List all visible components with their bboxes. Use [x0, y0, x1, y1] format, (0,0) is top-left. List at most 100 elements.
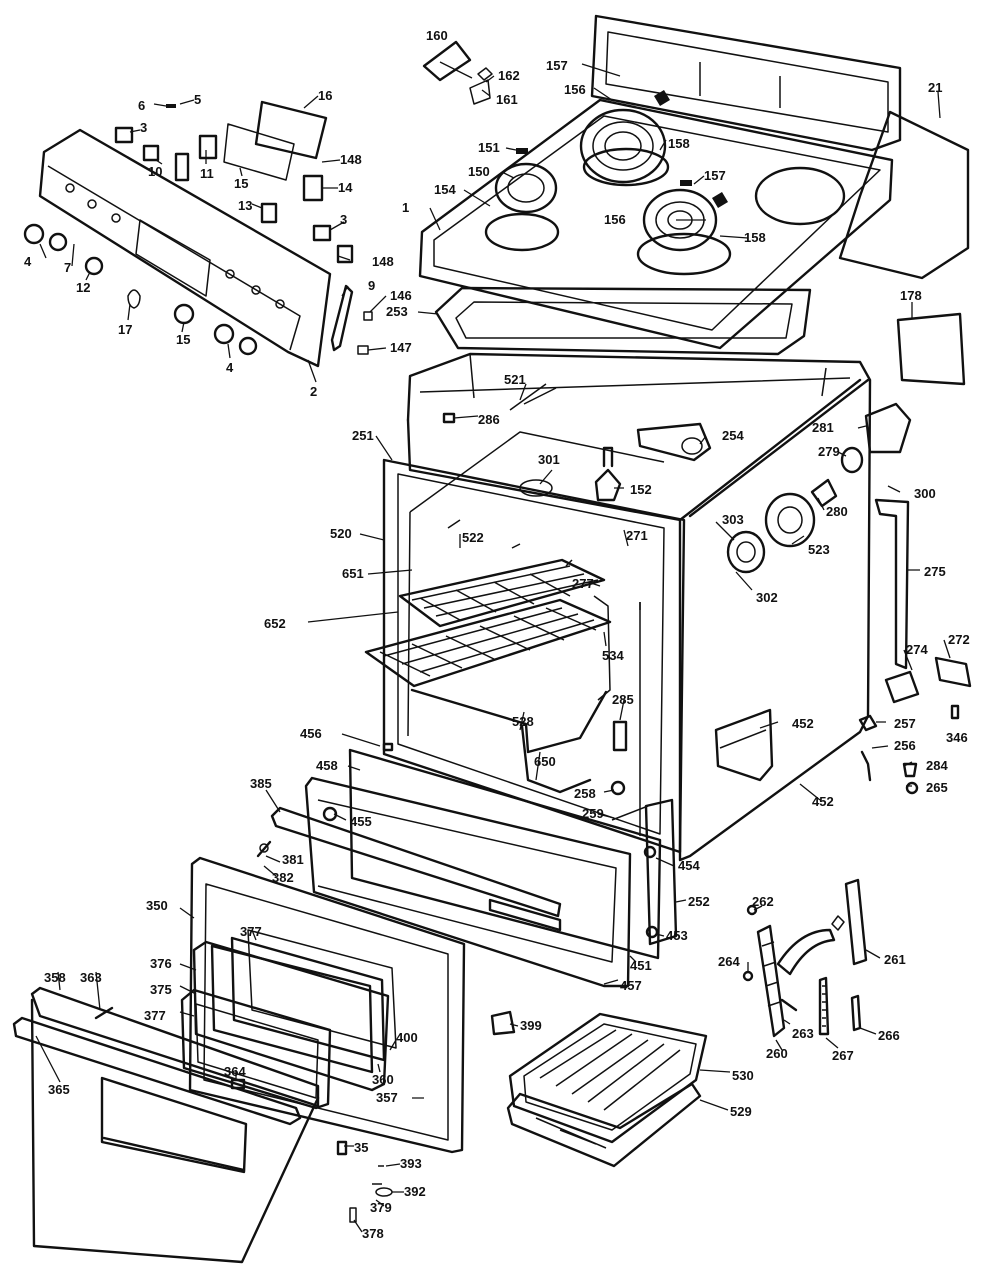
callout-label: 523: [808, 542, 830, 557]
callout-label: 300: [914, 486, 936, 501]
callout-label: 301: [538, 452, 560, 467]
callout-label: 530: [732, 1068, 754, 1083]
callout-label: 267: [832, 1048, 854, 1063]
callout-label: 455: [350, 814, 372, 829]
callout-label: 15: [176, 332, 190, 347]
callout-label: 528: [512, 714, 534, 729]
callout-label: 259: [582, 806, 604, 821]
callout-label: 252: [688, 894, 710, 909]
callout-label: 453: [666, 928, 688, 943]
callout-label: 258: [574, 786, 596, 801]
callout-label: 271: [626, 528, 648, 543]
callout-label: 521: [504, 372, 526, 387]
callout-label: 364: [224, 1064, 246, 1079]
cooktop-assembly: [418, 14, 970, 356]
callout-label: 17: [118, 322, 132, 337]
callout-label: 147: [390, 340, 412, 355]
callout-label: 5: [194, 92, 201, 107]
callout-label: 152: [630, 482, 652, 497]
callout-label: 2: [310, 384, 317, 399]
callout-labels: 160 162 161 157 156 158 21 151 150 154 1…: [24, 28, 970, 1241]
leader-lines: [35, 61, 951, 1233]
callout-label: 157: [546, 58, 568, 73]
callout-label: 286: [478, 412, 500, 427]
callout-label: 280: [826, 504, 848, 519]
callout-label: 253: [386, 304, 408, 319]
callout-label: 454: [678, 858, 700, 873]
callout-label: 161: [496, 92, 518, 107]
callout-label: 457: [620, 978, 642, 993]
callout-label: 456: [300, 726, 322, 741]
callout-label: 400: [396, 1030, 418, 1045]
callout-label: 385: [250, 776, 272, 791]
callout-label: 274: [906, 642, 928, 657]
callout-label: 284: [926, 758, 948, 773]
callout-label: 151: [478, 140, 500, 155]
callout-label: 379: [370, 1200, 392, 1215]
callout-label: 275: [924, 564, 946, 579]
callout-label: 256: [894, 738, 916, 753]
callout-label: 178: [900, 288, 922, 303]
callout-label: 377: [144, 1008, 166, 1023]
callout-label: 651: [342, 566, 364, 581]
callout-label: 534: [602, 648, 624, 663]
callout-label: 302: [756, 590, 778, 605]
callout-label: 262: [752, 894, 774, 909]
callout-label: 529: [730, 1104, 752, 1119]
callout-label: 381: [282, 852, 304, 867]
callout-label: 382: [272, 870, 294, 885]
callout-label: 3: [140, 120, 147, 135]
callout-label: 9: [368, 278, 375, 293]
control-panel-assembly: [23, 100, 373, 368]
callout-label: 251: [352, 428, 374, 443]
callout-label: 35: [354, 1140, 368, 1155]
callout-label: 264: [718, 954, 740, 969]
oven-door-assembly: [12, 742, 662, 1264]
broiler-pan-assembly: [490, 1010, 708, 1168]
callout-label: 21: [928, 80, 942, 95]
callout-label: 392: [404, 1184, 426, 1199]
callout-label: 399: [520, 1018, 542, 1033]
callout-label: 12: [76, 280, 90, 295]
callout-label: 261: [884, 952, 906, 967]
callout-label: 281: [812, 420, 834, 435]
callout-label: 11: [200, 166, 214, 181]
callout-label: 266: [878, 1028, 900, 1043]
callout-label: 4: [226, 360, 234, 375]
callout-label: 265: [926, 780, 948, 795]
callout-label: 162: [498, 68, 520, 83]
callout-label: 14: [338, 180, 353, 195]
callout-label: 272: [948, 632, 970, 647]
callout-label: 15: [234, 176, 248, 191]
callout-label: 279: [818, 444, 840, 459]
callout-label: 358: [44, 970, 66, 985]
callout-label: 652: [264, 616, 286, 631]
callout-label: 375: [150, 982, 172, 997]
callout-label: 346: [946, 730, 968, 745]
callout-label: 277: [572, 576, 594, 591]
callout-label: 451: [630, 958, 652, 973]
callout-label: 520: [330, 526, 352, 541]
callout-label: 522: [462, 530, 484, 545]
door-hinge-assembly: [742, 878, 868, 1038]
callout-label: 376: [150, 956, 172, 971]
callout-label: 360: [372, 1072, 394, 1087]
callout-label: 160: [426, 28, 448, 43]
callout-label: 158: [668, 136, 690, 151]
callout-label: 3: [340, 212, 347, 227]
callout-label: 154: [434, 182, 456, 197]
callout-label: 1: [402, 200, 409, 215]
callout-label: 156: [604, 212, 626, 227]
callout-label: 377: [240, 924, 262, 939]
callout-label: 158: [744, 230, 766, 245]
callout-label: 7: [64, 260, 71, 275]
callout-label: 357: [376, 1090, 398, 1105]
callout-label: 452: [792, 716, 814, 731]
callout-label: 16: [318, 88, 332, 103]
callout-label: 393: [400, 1156, 422, 1171]
callout-label: 157: [704, 168, 726, 183]
callout-label: 458: [316, 758, 338, 773]
callout-label: 650: [534, 754, 556, 769]
callout-label: 148: [340, 152, 362, 167]
